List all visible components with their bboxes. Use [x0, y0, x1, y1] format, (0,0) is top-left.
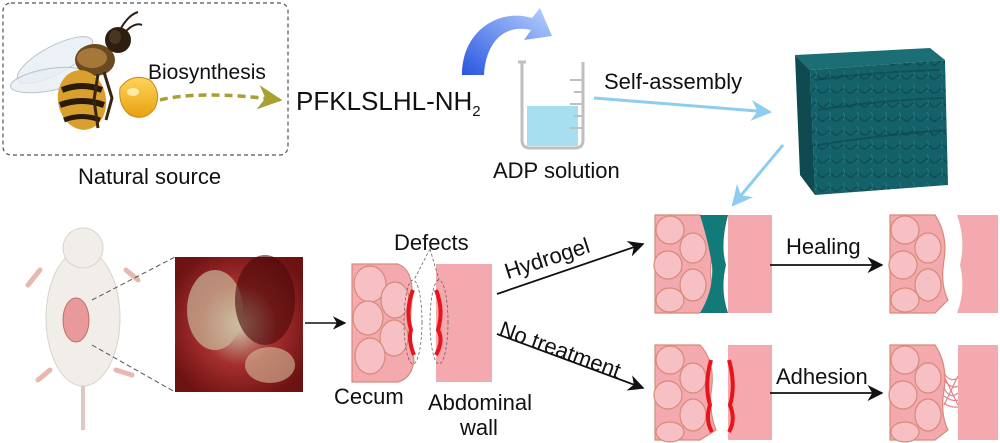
adhesion-label: Adhesion — [776, 364, 868, 389]
peptide-sequence: PFKLSLHL-NH2 — [296, 88, 481, 119]
self-assembly-label: Self-assembly — [604, 69, 743, 94]
cecum-label: Cecum — [334, 384, 404, 409]
biosynthesis-arrow — [159, 85, 283, 110]
natural-source-frame — [2, 2, 289, 156]
biosynthesis-label: Biosynthesis — [148, 61, 266, 84]
cube-to-tissue-arrow — [731, 144, 785, 207]
peptide-subscript: 2 — [472, 103, 481, 121]
abdominal-label: Abdominal — [428, 390, 532, 415]
bee-icon — [10, 11, 143, 130]
natural-source-caption: Natural source — [78, 164, 222, 189]
self-assembly-arrow — [593, 96, 773, 121]
honey-drop-icon — [119, 76, 159, 118]
wall-label: wall — [460, 415, 498, 440]
hydrogel-cube-icon — [795, 48, 948, 195]
adhesion-tissue-model — [888, 344, 998, 443]
healing-label: Healing — [786, 234, 861, 259]
no-treatment-branch-arrow — [496, 333, 645, 391]
adp-solution-label: ADP solution — [493, 158, 620, 183]
defects-label: Defects — [394, 230, 469, 255]
rat-icon — [25, 227, 141, 430]
hydrogel-branch-arrow — [496, 241, 645, 295]
defect-tissue-model — [351, 248, 492, 383]
peptide-main: PFKLSLHL-NH — [296, 86, 473, 116]
beaker-icon — [518, 60, 585, 150]
wound-photo — [175, 255, 303, 392]
curved-blue-arrow — [462, 8, 552, 75]
untreated-tissue-model — [653, 344, 772, 443]
hydrogel-tissue-model — [653, 214, 772, 314]
healed-tissue-model — [888, 214, 998, 314]
adhesion-fibers — [943, 372, 959, 408]
